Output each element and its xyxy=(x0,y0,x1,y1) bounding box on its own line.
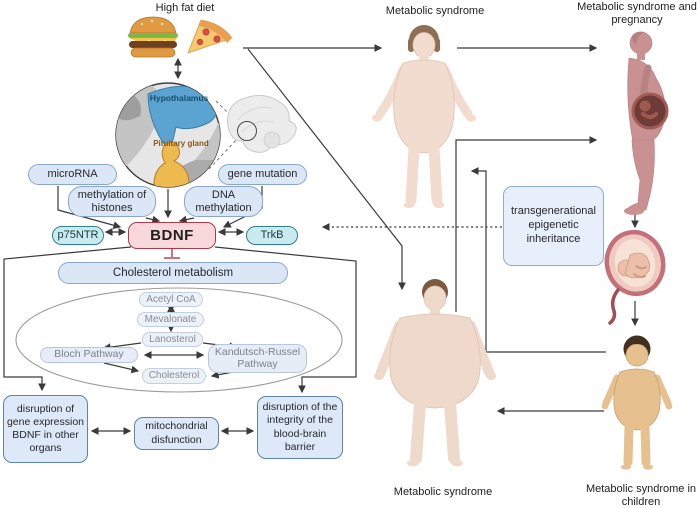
arrow-diet-man xyxy=(247,48,406,291)
bdnf-box: BDNF xyxy=(128,222,216,249)
high-fat-diet-label: High fat diet xyxy=(155,2,215,14)
microrna-box: microRNA xyxy=(28,164,117,185)
brain-icon xyxy=(227,94,297,153)
arrow-child-woman xyxy=(470,167,606,353)
mitochondrial-disfunction-box: mitochondrial disfunction xyxy=(134,417,219,450)
dna-methylation-box: DNA methylation xyxy=(184,186,263,217)
pregnant-woman-figure xyxy=(624,31,669,215)
brain-target-circle xyxy=(237,121,257,141)
arrow-bloch-cholesterol xyxy=(103,362,140,374)
lanosterol-box: Lanosterol xyxy=(142,332,203,347)
bbb-disruption-box: disruption of the integrity of the blood… xyxy=(257,396,343,459)
cholesterol-box: Cholesterol xyxy=(142,368,206,384)
gene-expression-disruption-box: disruption of gene expression BDNF in ot… xyxy=(3,395,88,463)
trkb-box: TrkB xyxy=(246,226,298,245)
p75ntr-box: p75NTR xyxy=(52,226,104,245)
pathway-ellipse xyxy=(15,287,343,393)
metabolic-syndrome-adult-label: Metabolic syndrome xyxy=(393,486,493,498)
child-figure xyxy=(601,335,673,470)
arrow-microrna-bdnf xyxy=(57,186,122,230)
arrow-man-pregnant xyxy=(455,136,598,312)
pizza-icon xyxy=(187,19,233,54)
acetyl-coa-box: Acetyl CoA xyxy=(139,292,203,307)
pituitary-gland-label: Pituitary gland xyxy=(153,139,209,148)
metabolic-syndrome-pregnancy-label: Metabolic syndrome and pregnancy xyxy=(577,1,697,26)
gene-mutation-box: gene mutation xyxy=(218,164,307,185)
kandutsch-russel-box: Kandutsch-Russel Pathway xyxy=(208,344,307,373)
metabolic-syndrome-top-label: Metabolic syndrome xyxy=(385,5,485,17)
arrow-histones-bdnf xyxy=(145,215,161,224)
hypothalamus-pituitary-inset xyxy=(115,82,240,188)
arrow-dna-bdnf xyxy=(178,215,195,224)
womb xyxy=(631,92,669,130)
transgenerational-inheritance-box: transgenerational epigenetic inheritance xyxy=(503,186,604,266)
line-bdnf-right-branch xyxy=(214,246,357,394)
hypothalamus-label: Hypothalamus xyxy=(149,93,209,103)
bloch-pathway-box: Bloch Pathway xyxy=(40,347,138,363)
cholesterol-metabolism-box: Cholesterol metabolism xyxy=(58,262,288,284)
burger-icon xyxy=(128,16,178,58)
inhibition-bdnf-cholesterol xyxy=(164,249,180,259)
line-bdnf-left-branch xyxy=(3,246,132,392)
man-figure xyxy=(374,279,496,467)
woman-figure xyxy=(372,25,476,208)
mevalonate-box: Mevalonate xyxy=(137,312,204,327)
methylation-histones-box: methylation of histones xyxy=(68,186,156,217)
metabolic-syndrome-children-label: Metabolic syndrome in children xyxy=(585,483,697,508)
fetus-figure xyxy=(604,229,666,325)
